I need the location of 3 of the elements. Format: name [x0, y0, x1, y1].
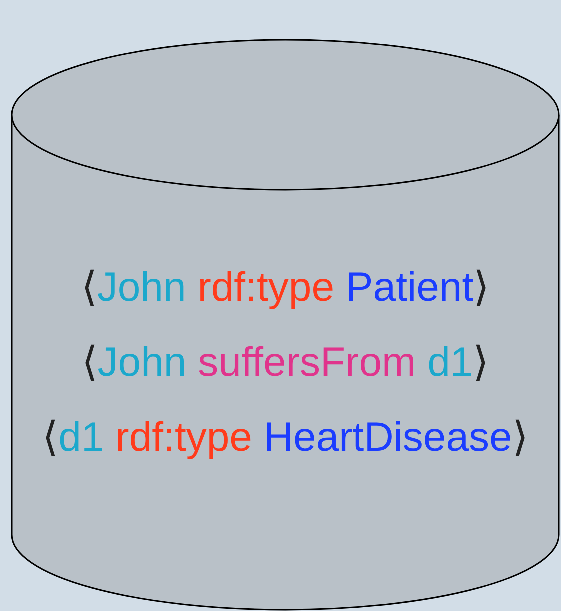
triple-text: ⟨John rdf:type Patient⟩: [80, 263, 491, 312]
triple-text: ⟨d1 rdf:type HeartDisease⟩: [42, 413, 530, 462]
triple-text: ⟨John suffersFrom d1⟩: [80, 338, 490, 387]
